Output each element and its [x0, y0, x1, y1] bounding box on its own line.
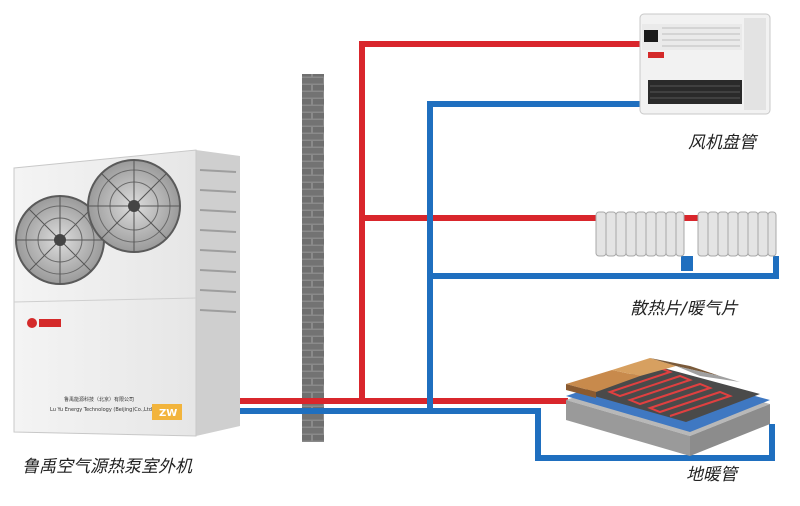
radiator-icon [595, 211, 777, 257]
cold-pipe-through-wall [302, 408, 324, 414]
zw-badge-bg [152, 404, 182, 420]
outdoor-unit-label: 鲁禹空气源热泵室外机 [22, 457, 192, 477]
hot-pipe-through-wall [302, 398, 324, 404]
brand-logo-icon [27, 318, 37, 328]
radiator-label: 散热片/暖气片 [630, 299, 738, 319]
brick-wall-icon [302, 74, 324, 442]
unit-company-cn: 鲁禹能源科技（北京）有限公司 [64, 396, 134, 403]
cold-pipe-radiator [430, 256, 779, 279]
heat-pump-outdoor-unit-icon [13, 149, 240, 437]
hot-pipe-main [232, 41, 640, 404]
hot-water-pipes [232, 41, 698, 404]
fan-coil-label: 风机盘管 [688, 133, 756, 153]
unit-badge: ZW [159, 408, 177, 419]
fan-coil-unit-icon [639, 13, 771, 115]
cold-water-pipes [232, 101, 779, 461]
cold-pipe-floor [430, 408, 775, 461]
unit-company-en: Lu Yu Energy Technology (Beijing)Co.,Ltd [50, 407, 152, 413]
floor-heating-section-icon [566, 358, 770, 456]
floor-heating-label: 地暖管 [686, 465, 737, 485]
cold-pipe-main [232, 101, 640, 414]
